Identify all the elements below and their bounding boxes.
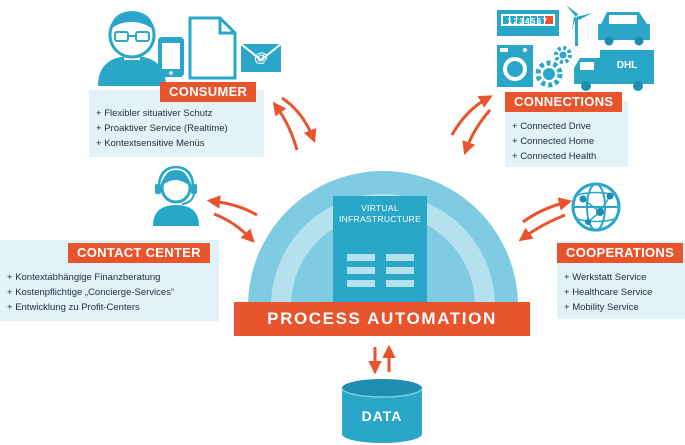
cooperations-title: COOPERATIONS	[557, 243, 684, 263]
contact-center-list: Kontextabhängige Finanzberatung Kostenpf…	[7, 270, 174, 315]
agent-with-headset-icon	[153, 165, 199, 226]
meter-digits: 1234567	[508, 17, 549, 26]
meter-icon: 1234567	[497, 10, 559, 36]
consumer-title: CONSUMER	[160, 82, 257, 102]
process-data-arrows	[368, 344, 396, 375]
cooperations-arrows	[518, 197, 573, 242]
contact-center-title: CONTACT CENTER	[68, 243, 210, 263]
consumer-arrows	[272, 96, 317, 151]
network-globe-icon	[571, 182, 621, 232]
list-item: Werkstatt Service	[564, 270, 652, 285]
smartphone-icon	[158, 37, 184, 77]
connections-arrows	[450, 95, 493, 156]
washing-machine-icon	[497, 45, 533, 87]
email-icon: @	[240, 43, 282, 72]
list-item: Entwicklung zu Profit-Centers	[7, 300, 174, 315]
list-item: Kontextsensitive Menüs	[96, 136, 228, 151]
list-item: Flexibler situativer Schutz	[96, 106, 228, 121]
connections-list: Connected Drive Connected Home Connected…	[512, 119, 596, 164]
person-with-glasses-icon	[98, 11, 166, 86]
car-icon	[598, 12, 650, 46]
truck-label: DHL	[617, 60, 638, 71]
list-item: Mobility Service	[564, 300, 652, 315]
list-item: Connected Health	[512, 149, 596, 164]
data-cylinder-icon	[341, 379, 423, 443]
list-item: Kostenpflichtige „Concierge-Services“	[7, 285, 174, 300]
virtual-infrastructure-building	[333, 196, 427, 306]
list-item: Kontextabhängige Finanzberatung	[7, 270, 174, 285]
process-automation-bar: PROCESS AUTOMATION	[234, 302, 530, 336]
delivery-truck-icon: DHL	[574, 50, 654, 91]
svg-text:@: @	[254, 49, 268, 65]
virtual-infrastructure-label: VIRTUAL INFRASTRUCTURE	[332, 203, 428, 225]
list-item: Connected Home	[512, 134, 596, 149]
list-item: Healthcare Service	[564, 285, 652, 300]
virtual-label-line1: VIRTUAL	[361, 203, 399, 213]
document-icon	[188, 16, 237, 80]
connections-title: CONNECTIONS	[505, 92, 623, 112]
virtual-label-line2: INFRASTRUCTURE	[338, 214, 422, 224]
gears-icon	[535, 46, 572, 88]
wind-turbine-icon	[566, 5, 592, 46]
cooperations-list: Werkstatt Service Healthcare Service Mob…	[564, 270, 652, 315]
contact-center-arrows	[206, 195, 258, 243]
list-item: Connected Drive	[512, 119, 596, 134]
consumer-list: Flexibler situativer Schutz Proaktiver S…	[96, 106, 228, 151]
data-label: DATA	[361, 408, 403, 424]
list-item: Proaktiver Service (Realtime)	[96, 121, 228, 136]
